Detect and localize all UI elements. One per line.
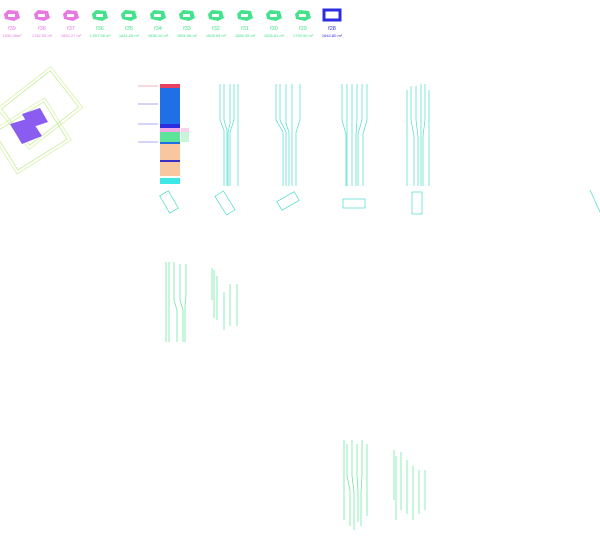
floor-area: 1836.10 m² xyxy=(147,33,169,38)
stacking-diagram xyxy=(138,84,189,184)
floor-area: 1644.80 m² xyxy=(321,33,343,38)
floor-code: f34 xyxy=(154,26,162,32)
plan-outline-6 xyxy=(589,189,600,213)
floor-plate-icon xyxy=(208,10,224,21)
floor-code: f33 xyxy=(183,26,191,32)
plan-outline-4 xyxy=(342,198,366,209)
stack-side-pink xyxy=(181,128,189,132)
floor-code: f36 xyxy=(96,26,104,32)
site-plan xyxy=(0,66,84,175)
floor-code: f28 xyxy=(328,26,336,32)
floor-area: 1851.96 m² xyxy=(176,33,198,38)
floor-plate-icon xyxy=(150,10,166,21)
floor-plate-icon xyxy=(266,10,282,21)
stack-band-red xyxy=(160,84,180,88)
stack-band-navy xyxy=(160,124,180,128)
tower-footprint-b xyxy=(10,118,42,144)
lower-elevation-group xyxy=(165,262,238,342)
floor-plate-icon xyxy=(295,10,311,21)
stack-band-blue-2 xyxy=(160,142,180,144)
floor-plate-icon xyxy=(179,10,195,21)
floor-plate-icon xyxy=(34,10,50,21)
plan-outline-3 xyxy=(276,191,300,211)
floor-plate-icon xyxy=(237,10,253,21)
floor-area: 1854.27 m² xyxy=(60,33,82,38)
stack-band-green xyxy=(160,132,180,142)
podium-outline-inner xyxy=(0,101,68,171)
floor-plate-icon xyxy=(92,10,108,21)
floor-code: f37 xyxy=(67,26,75,32)
floor-area: 1826.61 m² xyxy=(263,33,285,38)
podium-outline-outer xyxy=(0,97,72,175)
floor-code: f29 xyxy=(299,26,307,32)
floor-area: 1828.65 m² xyxy=(205,33,227,38)
plan-outline-1 xyxy=(159,190,179,214)
floor-area: 1886.35 m² xyxy=(234,33,256,38)
floor-plate-icon xyxy=(4,10,20,21)
floor-code: f32 xyxy=(212,26,220,32)
bottom-elevation-left xyxy=(343,440,368,530)
elevation-variant-4 xyxy=(406,84,430,186)
floor-area: 1799.90 m² xyxy=(292,33,314,38)
floor-plate-icon xyxy=(322,8,342,22)
stack-band-blue xyxy=(160,88,180,124)
stack-side-green xyxy=(181,132,189,142)
floor-code: f38 xyxy=(38,26,46,32)
floor-code: f31 xyxy=(241,26,249,32)
plan-outline-5 xyxy=(411,191,423,215)
floor-area: 1,907.96 m² xyxy=(89,33,111,38)
floor-code: f30 xyxy=(270,26,278,32)
site-outline-outer xyxy=(0,66,84,150)
floor-area: 1782.55 m² xyxy=(31,33,53,38)
floor-code: f39 xyxy=(8,26,16,32)
floor-code: f35 xyxy=(125,26,133,32)
floor-plate-icon xyxy=(121,10,137,21)
bottom-elevation-group xyxy=(343,440,426,530)
stack-band-indigo xyxy=(160,160,180,162)
plan-outline-group xyxy=(159,189,600,216)
elevation-variant-2 xyxy=(275,84,301,186)
elevation-variant-3 xyxy=(341,84,368,186)
stack-band-cyan xyxy=(160,178,180,184)
floor-area: 1841.28 m² xyxy=(118,33,140,38)
stack-band-pink xyxy=(160,128,180,132)
plan-outline-2 xyxy=(214,190,236,216)
bottom-elevation-right xyxy=(393,450,426,520)
lower-elevation-left xyxy=(165,262,187,342)
floor-area: 1830.98m² xyxy=(2,33,22,38)
floor-plate-icon xyxy=(63,10,79,21)
elevation-variant-1 xyxy=(219,84,239,186)
elevation-group xyxy=(219,84,430,186)
lower-elevation-right xyxy=(211,268,238,330)
